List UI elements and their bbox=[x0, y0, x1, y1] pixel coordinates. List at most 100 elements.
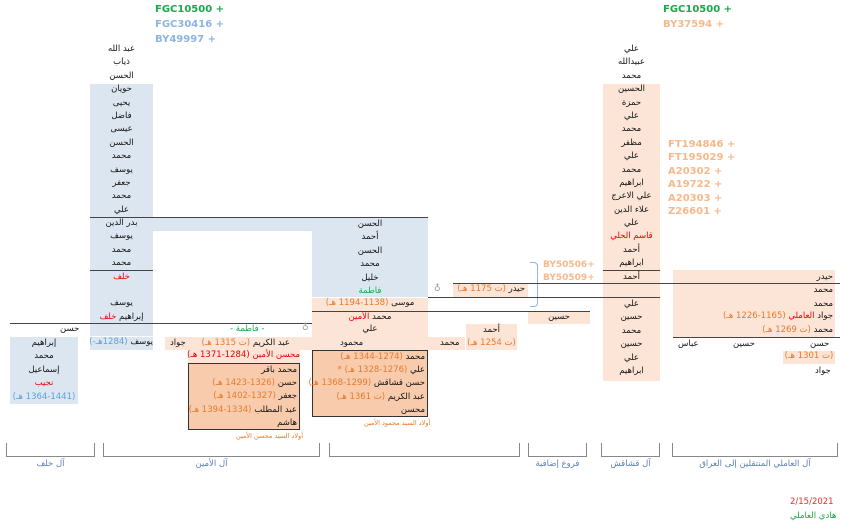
list-item: خليل bbox=[361, 272, 379, 283]
list-item: ذياب bbox=[113, 57, 130, 68]
muhsin-amin: محسن الأمين (1284-1371 هـ) bbox=[187, 350, 300, 363]
list-item: ابراهيم bbox=[619, 258, 644, 269]
list-item: محمد bbox=[813, 298, 833, 309]
ibrahim-khalaf: إبراهيم خلف bbox=[90, 312, 153, 322]
amin-bg bbox=[312, 231, 428, 297]
list-item: عيسى bbox=[110, 124, 133, 135]
list-item: محمد باقر bbox=[261, 365, 297, 375]
husain: حسين bbox=[528, 312, 590, 324]
list-item: الحسن bbox=[109, 137, 134, 148]
list-item: الحسن bbox=[357, 245, 383, 256]
list-item: حيدر bbox=[816, 272, 833, 282]
list-item: محمد bbox=[111, 244, 132, 255]
list-item: حسن قشاقش (1299-1368 هـ) bbox=[308, 378, 425, 389]
list-item: جعفر bbox=[112, 177, 131, 188]
list-item: خلف bbox=[113, 271, 130, 282]
list-item: محمد bbox=[111, 258, 132, 269]
list-item: BY50509+ bbox=[543, 273, 595, 284]
list-item: FT194846 + bbox=[668, 139, 736, 150]
list-item: محمد bbox=[34, 351, 54, 362]
list-item: محمد bbox=[621, 325, 642, 336]
group-extra: فروع إضافية bbox=[535, 459, 580, 469]
son-abbas: عباس bbox=[678, 339, 699, 349]
sons-row bbox=[165, 337, 465, 350]
amili-bg bbox=[673, 270, 835, 337]
haplogroup-left-0: FGC10500 + bbox=[155, 4, 225, 15]
jawad-2: جواد bbox=[815, 366, 831, 376]
list-item: يوسف bbox=[110, 164, 133, 175]
group-amili: آل العاملي المنتقلين إلى العراق bbox=[699, 459, 811, 469]
list-item: محمد bbox=[360, 259, 380, 270]
haidar: حيدر (ت 1175 هـ) bbox=[453, 284, 528, 297]
list-item: (1364-1441 هـ) bbox=[12, 391, 76, 402]
list-item: الحسن bbox=[357, 219, 383, 229]
list-item: A20302 + bbox=[668, 165, 723, 177]
muhsin-sons: محمد باقر حسن (1326-1423 هـ) جعفر (1327-14… bbox=[188, 363, 300, 430]
list-item: حسن (1326-1423 هـ) bbox=[212, 378, 297, 389]
list-item: محمد bbox=[813, 285, 833, 296]
muhammad: محمد bbox=[440, 338, 460, 348]
list-item bbox=[90, 284, 153, 297]
list-item: أحمد bbox=[623, 271, 640, 282]
list-item: علي bbox=[624, 44, 639, 54]
list-item: محمد bbox=[621, 70, 642, 81]
fatima: - فاطمة - bbox=[230, 324, 265, 334]
list-item: محمد bbox=[621, 164, 642, 175]
list-item: A19722 + bbox=[668, 179, 723, 191]
yusuf: يوسف (1284هـ-) bbox=[89, 337, 153, 350]
list-item: فاضل bbox=[111, 110, 132, 121]
mahmoud: محمود bbox=[340, 338, 364, 348]
brace bbox=[530, 262, 538, 307]
list-item: علي bbox=[114, 204, 129, 215]
haplogroup-mid-list: BY50506+BY50509+ bbox=[543, 259, 595, 286]
list-item: حويان bbox=[111, 84, 132, 95]
list-item: فاطمة bbox=[358, 285, 382, 296]
haplogroup-left-2: BY49997 + bbox=[155, 34, 216, 45]
ali: علي bbox=[312, 324, 428, 337]
list-item: علي bbox=[624, 299, 639, 309]
group-qashaqish: آل قشاقش bbox=[610, 459, 651, 469]
list-item: عبد الله bbox=[107, 44, 136, 54]
list-item: بدر الدين bbox=[105, 218, 138, 229]
group-khalaf: آل خلف bbox=[36, 459, 65, 469]
list-item: عبيدالله bbox=[618, 57, 645, 68]
list-item: محسن bbox=[400, 404, 425, 415]
date: 2/15/2021 bbox=[790, 497, 834, 507]
list-item: جعفر (1327-1402 هـ) bbox=[213, 391, 297, 402]
female-line-icon-2: ♁ bbox=[302, 323, 309, 333]
list-item: حسين bbox=[620, 312, 643, 323]
qashaqish-bg bbox=[603, 84, 660, 381]
khalaf-label: خلف bbox=[99, 312, 117, 322]
list-item: يحيى bbox=[112, 97, 131, 108]
haplogroup-right-0: FGC10500 + bbox=[663, 4, 733, 15]
list-item: قاسم الحلي bbox=[610, 231, 653, 242]
mahmoud-caption: أولاد السيد محمود الأمين bbox=[364, 419, 431, 427]
hasan: حسن bbox=[60, 324, 80, 334]
female-line-icon: ♁ bbox=[434, 284, 441, 294]
list-item: يوسف bbox=[110, 298, 133, 309]
list-item: علي (1276-1328 هـ) * bbox=[337, 365, 425, 376]
list-item: عبد الكريم (ت 1361 هـ) bbox=[336, 391, 425, 402]
list-item: A20303 + bbox=[668, 192, 723, 204]
muhsin-caption: أولاد السيد محسن الأمين bbox=[236, 432, 304, 440]
list-item: أحمد bbox=[623, 244, 640, 255]
list-item: محمد bbox=[111, 191, 132, 202]
list-item: مظفر bbox=[621, 137, 642, 148]
haplogroup-right-1: BY37594 + bbox=[663, 19, 724, 30]
name: إبراهيم bbox=[119, 312, 144, 322]
list-item: علي الاعرج bbox=[611, 191, 652, 202]
list-item: ابراهيم bbox=[619, 177, 644, 188]
list-item: محمد bbox=[621, 124, 642, 135]
haplogroup-right-list: FT194846 +FT195029 +A20302 +A19722 +A203… bbox=[668, 138, 735, 218]
list-item: الحسن bbox=[109, 70, 134, 81]
khalaf-bg bbox=[90, 84, 153, 336]
amili-chain: حيدر محمد محمد bbox=[673, 271, 833, 311]
hasan-date: (ت 1301 هـ) bbox=[783, 351, 835, 364]
haplogroup-left-1: FGC30416 + bbox=[155, 19, 225, 30]
mahmoud-sons: محمد (1274-1344 هـ)علي (1276-1328 هـ) *ح… bbox=[308, 350, 428, 417]
group-amin: آل الأمين bbox=[195, 459, 228, 469]
list-item: حمزة bbox=[621, 97, 642, 108]
